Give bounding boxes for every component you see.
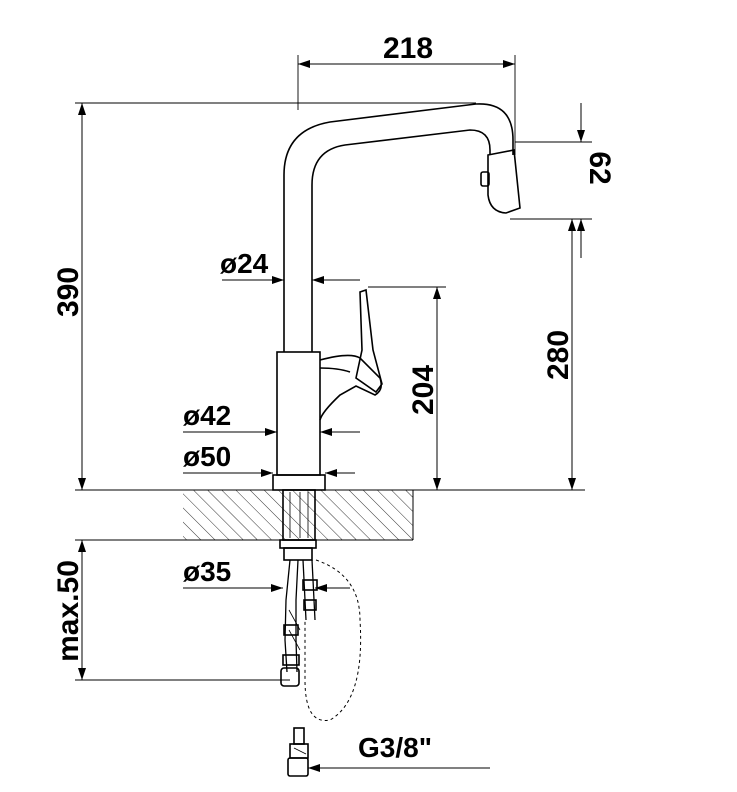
spray-head bbox=[487, 149, 521, 214]
spout-outer bbox=[283, 103, 514, 352]
faucet-outline bbox=[272, 103, 521, 777]
dimension-labels: 218 390 62 ø24 204 280 ø42 ø50 ø35 max.5… bbox=[52, 32, 616, 763]
label-spout-diameter: ø24 bbox=[220, 248, 269, 279]
g38-connector bbox=[287, 727, 309, 777]
label-reach: 218 bbox=[383, 32, 433, 65]
label-max-deck-thickness: max.50 bbox=[52, 560, 85, 662]
pull-out-hose bbox=[304, 559, 362, 721]
label-hole-diameter: ø35 bbox=[183, 556, 231, 587]
lever-housing bbox=[319, 354, 382, 421]
label-lever-height: 204 bbox=[407, 365, 440, 415]
countertop bbox=[75, 489, 585, 541]
spray-button bbox=[480, 171, 490, 187]
supply-hose-left bbox=[284, 559, 291, 673]
label-body-diameter: ø42 bbox=[183, 400, 231, 431]
dimension-lines bbox=[78, 60, 585, 772]
lever-handle bbox=[355, 288, 383, 394]
label-base-diameter: ø50 bbox=[183, 441, 231, 472]
label-connection-thread: G3/8" bbox=[358, 732, 432, 763]
faucet-body bbox=[276, 351, 321, 476]
label-total-height: 390 bbox=[52, 267, 85, 317]
label-head-height: 62 bbox=[583, 151, 616, 184]
spout-inner bbox=[311, 129, 491, 352]
label-outlet-height: 280 bbox=[542, 330, 575, 380]
faucet-base bbox=[272, 474, 326, 491]
